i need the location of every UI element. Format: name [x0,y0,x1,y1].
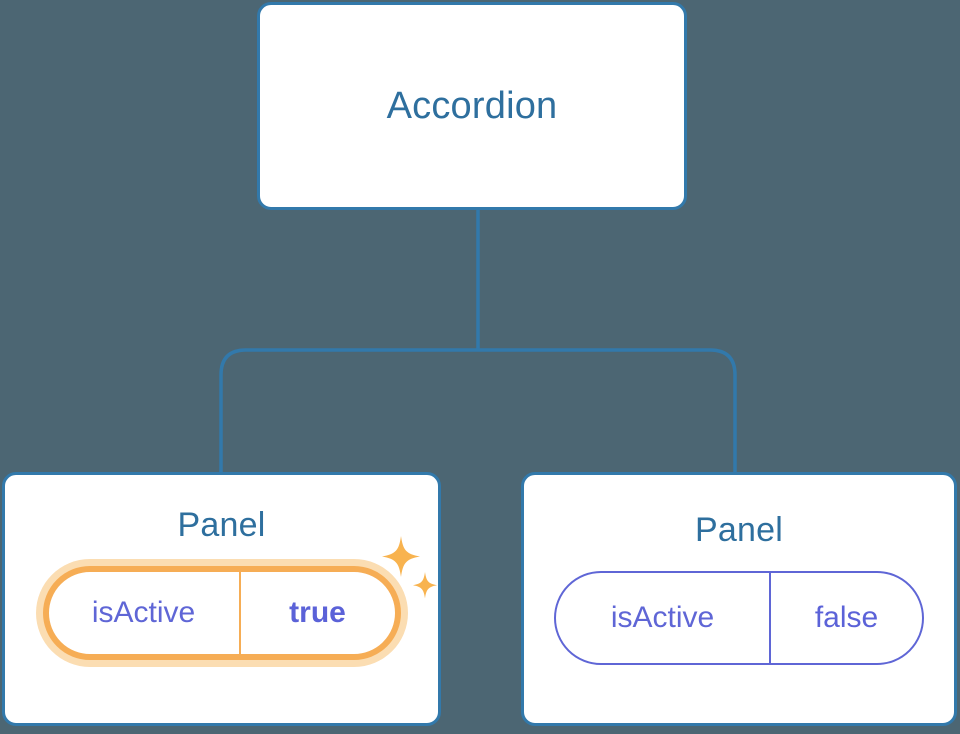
node-panel-active-title: Panel [177,506,266,544]
prop-value-true: true [238,572,395,654]
prop-value-false: false [769,573,922,663]
node-accordion-title: Accordion [386,85,558,127]
node-panel-inactive-title: Panel [695,511,783,549]
edge-root-to-children [219,348,737,472]
node-accordion[interactable]: Accordion [257,2,687,210]
prop-pill-wrapper-active: isActive true [42,536,437,660]
prop-name-isactive: isActive [610,601,715,634]
prop-pill-wrapper-inactive: isActive false [554,571,924,665]
sparkle-large-icon [381,536,420,577]
node-panel-inactive[interactable]: Panel isActive false [521,472,957,726]
prop-name-isactive: isActive [91,596,196,629]
sparkle-small-icon [412,572,437,599]
prop-pill-isactive-true[interactable]: isActive true [42,566,401,660]
node-panel-active[interactable]: Panel isActive true [2,472,441,726]
prop-pill-isactive-false[interactable]: isActive false [554,571,924,665]
